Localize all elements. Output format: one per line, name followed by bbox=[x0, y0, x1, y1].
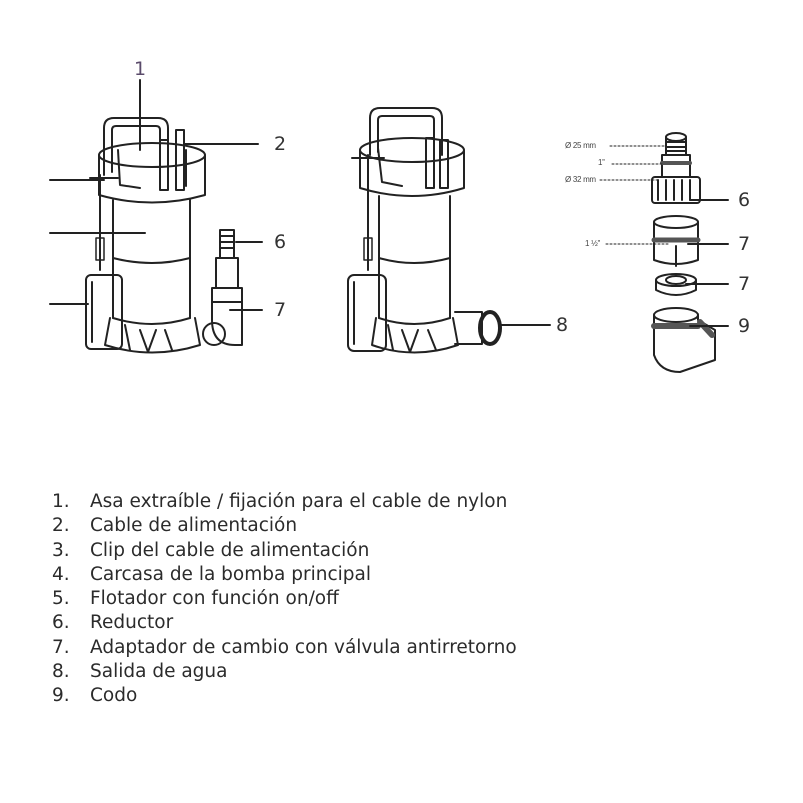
legend-item: 8.Salida de agua bbox=[52, 661, 228, 683]
fittings-illustration bbox=[651, 132, 729, 373]
callout-fitting-6: 6 bbox=[738, 189, 751, 211]
dimension-1-inch: 1'' bbox=[598, 158, 605, 167]
callout-8: 8 bbox=[556, 314, 569, 336]
legend-item: 7.Adaptador de cambio con válvula antirr… bbox=[52, 636, 517, 658]
callout-2: 2 bbox=[274, 133, 287, 155]
legend-item: 3.Clip del cable de alimentación bbox=[52, 539, 370, 561]
callout-fitting-9: 9 bbox=[738, 315, 751, 337]
pump-a-illustration bbox=[49, 79, 263, 354]
legend-item: 9.Codo bbox=[52, 685, 138, 707]
dimension-25mm: Ø 25 mm bbox=[565, 141, 596, 150]
legend-item: 6.Reductor bbox=[52, 612, 174, 634]
legend-item: 2.Cable de alimentación bbox=[52, 515, 298, 537]
legend-item: 4.Carcasa de la bomba principal bbox=[52, 563, 371, 585]
callout-6: 6 bbox=[274, 231, 287, 253]
legend-item: 1.Asa extraíble / fijación para el cable… bbox=[52, 491, 508, 512]
callout-fitting-7a: 7 bbox=[738, 233, 751, 255]
legend-item: 5.Flotador con función on/off bbox=[52, 588, 339, 610]
callout-7: 7 bbox=[274, 299, 287, 321]
parts-legend: 1.Asa extraíble / fijación para el cable… bbox=[52, 490, 517, 709]
callout-fitting-7b: 7 bbox=[738, 273, 751, 295]
pump-diagram: 1 2 6 7 8 6 7 7 9 Ø 25 mm 1'' Ø 32 mm 1 … bbox=[0, 0, 803, 400]
callout-1: 1 bbox=[134, 58, 147, 80]
dimension-1-5-inch: 1 ½'' bbox=[585, 239, 600, 248]
dimension-lines bbox=[599, 145, 671, 245]
dimension-32mm: Ø 32 mm bbox=[565, 175, 596, 184]
pump-b-illustration bbox=[347, 107, 551, 354]
pump-illustrations bbox=[49, 79, 729, 373]
